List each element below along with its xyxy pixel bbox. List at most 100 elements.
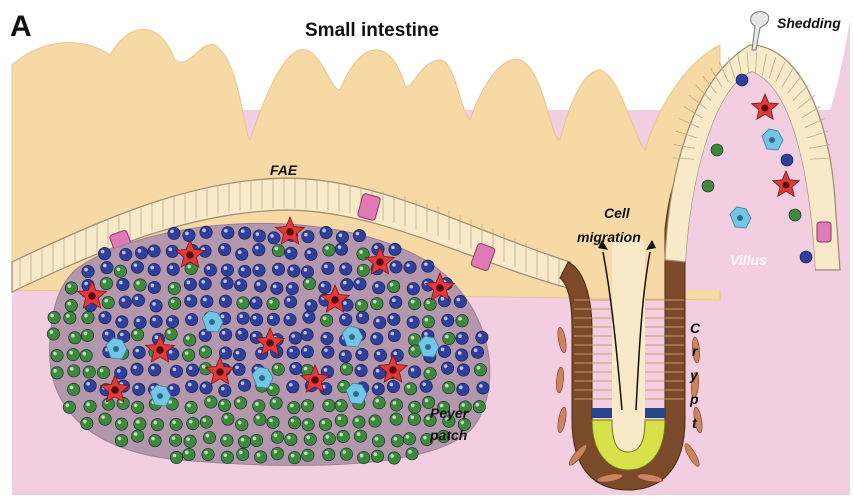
cell-highlight (393, 352, 397, 356)
t-cell (100, 277, 112, 289)
cell-highlight (306, 435, 310, 439)
cell-highlight (409, 318, 413, 322)
b-cell (183, 229, 195, 241)
t-cell (337, 430, 349, 442)
cell-highlight (118, 318, 122, 322)
cell-highlight (150, 266, 154, 270)
cell-highlight (322, 421, 326, 425)
b-cell (134, 316, 146, 328)
cell-highlight (394, 437, 398, 441)
b-cell (340, 313, 352, 325)
b-cell (319, 281, 331, 293)
b-cell (148, 245, 160, 257)
cell-highlight (152, 302, 156, 306)
cell-highlight (289, 349, 293, 353)
cell-highlight (221, 401, 225, 405)
b-cell (390, 296, 402, 308)
cell-highlight (201, 332, 205, 336)
t-cell (391, 435, 403, 447)
macrophage-nucleus (769, 137, 775, 143)
cell-highlight (375, 399, 379, 403)
b-cell (407, 316, 419, 328)
cell-highlight (475, 403, 479, 407)
cell-highlight (274, 434, 278, 438)
cell-highlight (201, 280, 205, 284)
cell-highlight (477, 366, 481, 370)
t-cell (408, 413, 420, 425)
dendritic-cell-nucleus (762, 105, 769, 112)
t-cell (184, 435, 196, 447)
b-cell (288, 265, 300, 277)
t-cell (702, 180, 714, 192)
cell-highlight (172, 421, 176, 425)
cell-highlight (117, 267, 121, 271)
b-cell (471, 346, 483, 358)
cell-highlight (189, 420, 193, 424)
t-cell (254, 451, 266, 463)
b-cell (133, 383, 145, 395)
b-cell (736, 74, 748, 86)
cell-highlight (221, 387, 225, 391)
t-cell (267, 298, 279, 310)
cell-highlight (307, 302, 311, 306)
cell-highlight (273, 285, 277, 289)
cell-highlight (224, 229, 228, 233)
b-cell (253, 244, 265, 256)
t-cell (187, 417, 199, 429)
b-cell (290, 362, 302, 374)
t-cell (711, 144, 723, 156)
b-cell (339, 263, 351, 275)
t-cell (80, 350, 92, 362)
cell-highlight (425, 399, 429, 403)
t-cell (267, 416, 279, 428)
cell-highlight (424, 262, 428, 266)
t-cell (387, 280, 399, 292)
cell-highlight (120, 333, 124, 337)
cell-highlight (104, 299, 108, 303)
t-cell (250, 434, 262, 446)
b-cell (98, 247, 110, 259)
cell-highlight (270, 316, 274, 320)
cell-highlight (207, 266, 211, 270)
b-cell (120, 248, 132, 260)
t-cell (134, 418, 146, 430)
t-cell (285, 433, 297, 445)
b-cell (371, 333, 383, 345)
cell-highlight (337, 402, 341, 406)
cell-highlight (457, 298, 461, 302)
b-cell (250, 314, 262, 326)
t-cell (200, 416, 212, 428)
cell-highlight (221, 315, 225, 319)
b-cell (150, 315, 162, 327)
t-cell (67, 383, 79, 395)
cell-highlight (257, 282, 261, 286)
t-cell (354, 430, 366, 442)
b-cell (135, 247, 147, 259)
b-cell (250, 297, 262, 309)
m-cell (817, 222, 831, 242)
cell-highlight (269, 419, 273, 423)
cell-highlight (291, 419, 295, 423)
t-cell (422, 316, 434, 328)
t-cell (131, 430, 143, 442)
macrophage-nucleus (157, 393, 163, 399)
b-cell (284, 296, 296, 308)
cell-highlight (445, 335, 449, 339)
b-cell (101, 261, 113, 273)
cell-highlight (170, 386, 174, 390)
cell-highlight (241, 381, 245, 385)
t-cell (131, 329, 143, 341)
dendritic-cell-nucleus (436, 284, 444, 292)
t-cell (151, 418, 163, 430)
b-cell (457, 383, 469, 395)
b-cell (420, 380, 432, 392)
b-cell (387, 380, 399, 392)
cell-highlight (409, 285, 413, 289)
cell-highlight (172, 436, 176, 440)
cell-highlight (357, 367, 361, 371)
t-cell (357, 451, 369, 463)
t-cell (443, 332, 455, 344)
cell-highlight (118, 420, 122, 424)
cell-highlight (304, 367, 308, 371)
